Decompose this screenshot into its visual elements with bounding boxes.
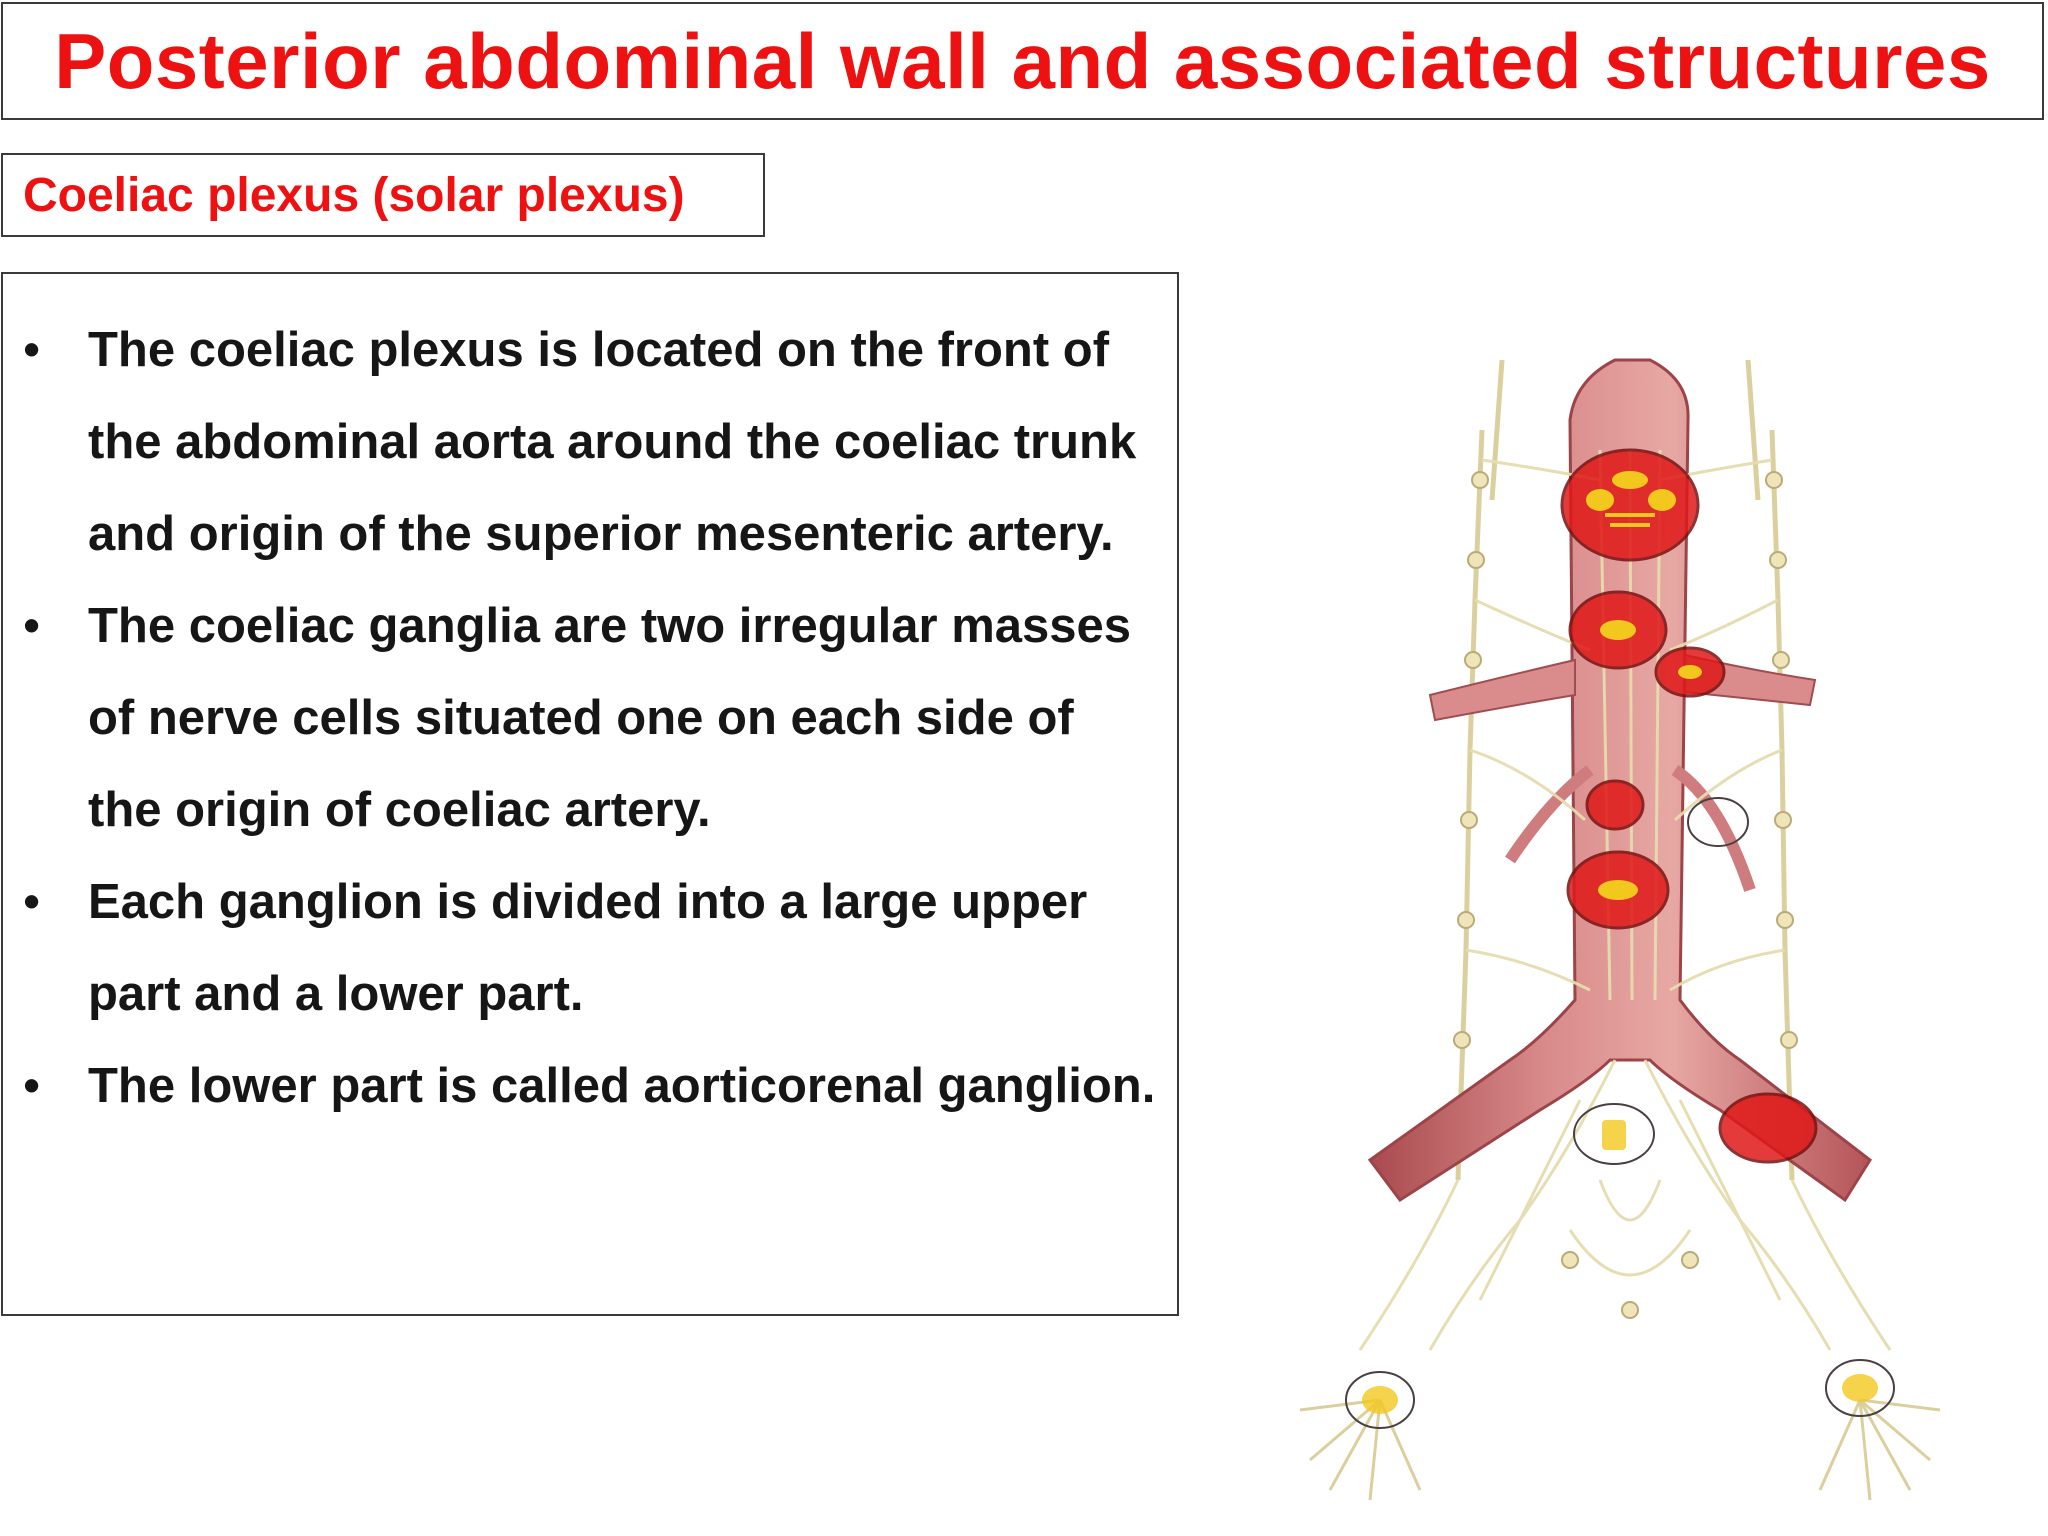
gonadal-artery-left [1505,765,1594,864]
iliac-plexus-highlight [1718,1092,1818,1164]
bullet-item-1: • The coeliac plexus is located on the fr… [23,304,1157,580]
bullet-marker: • [23,875,41,929]
bullet-text-3: Each ganglion is divided into a large up… [88,875,1088,1021]
slide-title: Posterior abdominal wall and associated … [54,16,1991,105]
renal-artery-left [1428,658,1576,722]
bullet-text-4: The lower part is called aorticorenal ga… [88,1059,1156,1113]
sympathetic-ganglia [1453,471,1798,1319]
section-heading: Coeliac plexus (solar plexus) [23,168,685,222]
outlined-ganglia [1345,797,1895,1429]
bullet-text-box: • The coeliac plexus is located on the fr… [1,272,1179,1316]
pelvic-ganglia [1362,1120,1878,1414]
superior-mesenteric-ganglion-highlight [1568,590,1668,670]
aorticorenal-ganglion-highlight [1654,646,1726,698]
bullet-item-2: • The coeliac ganglia are two irregular m… [23,580,1157,856]
bullet-text-2: The coeliac ganglia are two irregular ma… [88,599,1132,837]
title-box: Posterior abdominal wall and associated … [1,2,2044,120]
inferior-mesenteric-ganglion-highlight [1566,779,1670,930]
bullet-marker: • [23,1059,41,1113]
coeliac-plexus-illustration [1299,358,1941,1501]
pelvic-nerve-branches-left [1299,1398,1422,1501]
bullet-item-4: • The lower part is called aorticorenal g… [23,1040,1157,1132]
sympathetic-trunk-right [1745,359,1795,1181]
bullet-marker: • [23,599,41,653]
bullet-list: • The coeliac plexus is located on the fr… [23,304,1157,1132]
bullet-item-3: • Each ganglion is divided into a large u… [23,856,1157,1040]
pelvic-nerve-branches-right [1818,1398,1941,1501]
coeliac-ganglion-highlight [1560,448,1700,562]
bullet-marker: • [23,323,41,377]
subtitle-box: Coeliac plexus (solar plexus) [1,153,765,237]
gonadal-artery-right [1671,765,1756,892]
bullet-text-1: The coeliac plexus is located on the fro… [88,323,1137,561]
